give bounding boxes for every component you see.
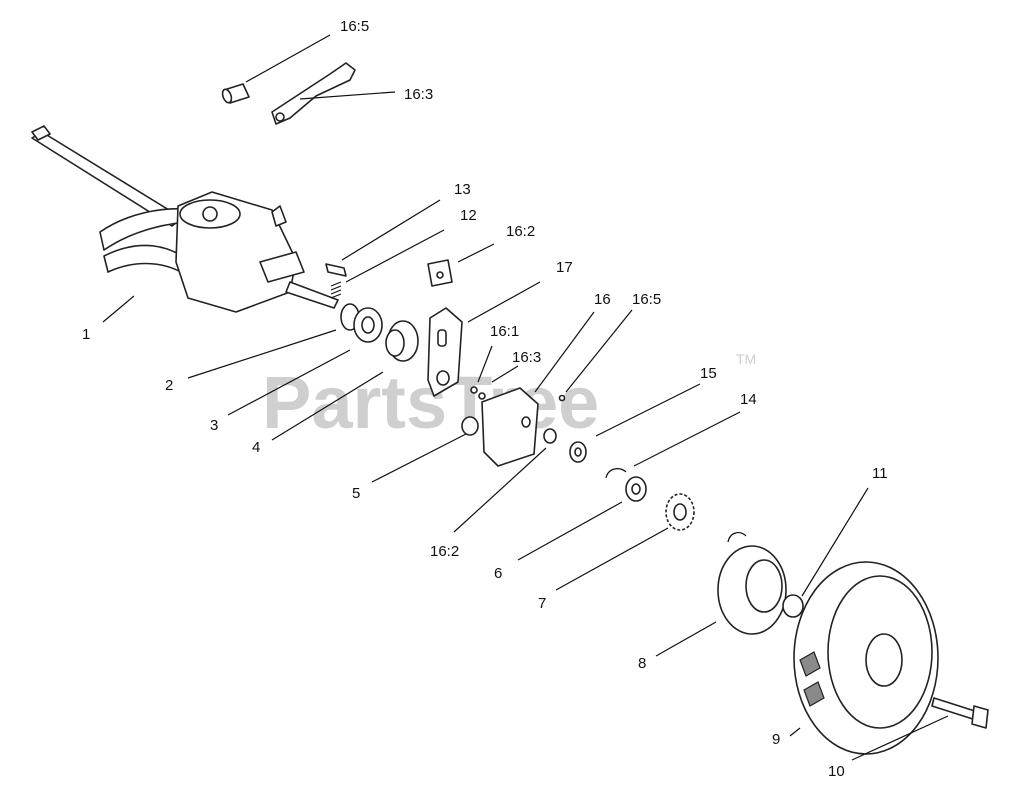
bracket-icon — [461, 386, 566, 467]
spring-icon — [330, 281, 342, 299]
callout-11: 11 — [872, 465, 888, 482]
callout-6: 6 — [494, 565, 502, 582]
callout-2: 2 — [165, 377, 173, 394]
washer-icon — [625, 476, 647, 502]
callout-5: 5 — [352, 485, 360, 502]
bushing-icon — [385, 320, 419, 362]
callout-13: 13 — [454, 181, 471, 198]
leader-lines — [102, 34, 949, 761]
callout-16-3: 16:3 — [512, 349, 541, 366]
callout-12: 12 — [460, 207, 477, 224]
watermark-trademark: TM — [736, 351, 756, 367]
bolt-icon — [931, 697, 989, 729]
callout-16: 16 — [594, 291, 611, 308]
callout-10: 10 — [828, 763, 845, 780]
gear-icon — [665, 493, 695, 531]
callout-16-5: 16:5 — [632, 291, 661, 308]
washer-icon — [569, 441, 587, 463]
washer-icon — [353, 307, 383, 343]
callout-15: 15 — [700, 365, 717, 382]
callout-19: 16:3 — [404, 86, 433, 103]
callout-4: 4 — [252, 439, 260, 456]
callout-1: 1 — [82, 326, 90, 343]
pin-icon — [221, 83, 250, 104]
callout-16-1: 16:1 — [490, 323, 519, 340]
adjuster-plate-icon — [427, 307, 463, 397]
callout-labels: 16:5 16:3 13 12 16:2 17 16 16:5 16:1 16:… — [82, 18, 888, 780]
hub-icon — [717, 532, 787, 635]
e-clip-icon — [605, 468, 627, 479]
clip-icon — [427, 259, 453, 287]
callout-18: 16:2 — [506, 223, 535, 240]
callout-8: 8 — [638, 655, 646, 672]
transmission-assembly-icon — [175, 191, 339, 313]
wheel-bushing-icon — [782, 594, 804, 618]
callout-3: 3 — [210, 417, 218, 434]
latch-handle-icon — [271, 62, 356, 125]
callout-7: 7 — [538, 595, 546, 612]
callout-9: 9 — [772, 731, 780, 748]
callout-20: 16:5 — [340, 18, 369, 35]
callout-14: 14 — [740, 391, 757, 408]
callout-16-2: 16:2 — [430, 543, 459, 560]
tire-icon — [793, 561, 939, 755]
key-icon — [325, 263, 347, 277]
callout-17: 17 — [556, 259, 573, 276]
